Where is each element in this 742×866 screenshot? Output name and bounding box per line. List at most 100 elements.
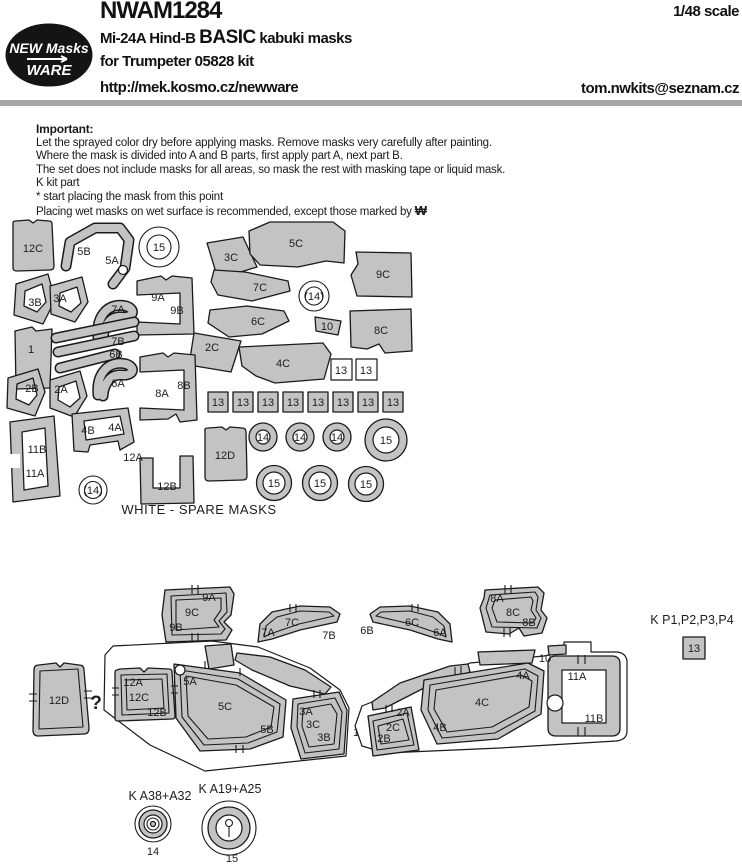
wet-mask-marker-icon: ₩ — [414, 203, 427, 218]
mask-7B — [52, 318, 138, 342]
mask-14-outline — [298, 280, 330, 312]
sheet-label-15: 15 — [360, 479, 372, 491]
sheet-label-13: 13 — [360, 365, 372, 377]
kit-note-a38: K A38+A32 — [129, 789, 192, 803]
placement-label-4C: 4C — [475, 697, 489, 709]
mask-13-spare — [355, 358, 378, 381]
mask-8AB — [139, 352, 198, 423]
sheet-label-14: 14 — [257, 432, 269, 444]
mask-14-outline-inner — [304, 286, 324, 306]
window-5-start-dot — [174, 664, 186, 676]
mask-14-outline2-inner — [83, 480, 103, 500]
placement-label-9A: 9A — [202, 592, 216, 604]
right-windshield-frame — [477, 649, 536, 666]
svg-text:13: 13 — [212, 397, 224, 409]
product-code: NWAM1284 — [100, 0, 222, 24]
placement-label-4B: 4B — [433, 722, 446, 734]
svg-text:13: 13 — [237, 397, 249, 409]
mask-strip — [56, 350, 119, 372]
sheet-label-4B: 4B — [81, 425, 94, 437]
mask-6C — [207, 305, 290, 338]
mask-12C — [12, 219, 55, 272]
sheet-label-8C: 8C — [374, 325, 388, 337]
important-line: Where the mask is divided into A and B p… — [36, 150, 403, 162]
sheet-label-8B: 8B — [177, 380, 190, 392]
door-11-notch — [546, 694, 564, 712]
sheet-label-11A: 11A — [26, 468, 45, 480]
sheet-label-4A: 4A — [108, 422, 122, 434]
sheet-label-7A: 7A — [111, 304, 125, 316]
placement-label-11A: 11A — [568, 671, 587, 683]
contact-email: tom.nwkits@seznam.cz — [580, 80, 740, 97]
right-top-frame — [547, 644, 567, 656]
window-3-frame-inner — [301, 703, 338, 748]
window-9 — [161, 586, 235, 643]
kit-line: for Trumpeter 05828 kit — [100, 53, 254, 70]
important-line: K kit part — [36, 177, 80, 189]
sheet-label-7C: 7C — [253, 282, 267, 294]
placement-label-12B: 12B — [147, 707, 167, 719]
sheet-label-3B: 3B — [28, 297, 41, 309]
sheet-label-15: 15 — [380, 435, 392, 447]
logo-ellipse — [5, 23, 93, 87]
window-3-frame — [296, 697, 343, 754]
mask-14-spares — [248, 422, 352, 452]
sheet-label-9C: 9C — [376, 269, 390, 281]
placement-label-5B: 5B — [260, 724, 273, 736]
svg-text:13: 13 — [262, 397, 274, 409]
placement-label-7A: 7A — [261, 627, 275, 639]
title-grade: BASIC — [199, 27, 256, 48]
window-8 — [479, 586, 548, 637]
placement-diagram: K P1,P2,P3,P4 13 12D ? — [29, 585, 734, 865]
svg-text:13: 13 — [362, 397, 374, 409]
title-model: Mi-24A Hind-B — [100, 30, 196, 47]
kit-note-a19: K A19+A25 — [199, 782, 262, 796]
window-9-frame — [170, 592, 228, 636]
placement-label-11B: 11B — [585, 713, 604, 725]
seam-ticks — [29, 585, 586, 753]
sheet-label-12C: 12C — [23, 243, 43, 255]
placement-label-14: 14 — [147, 846, 159, 858]
sheet-label-6C: 6C — [251, 316, 265, 328]
sheet-label-9A: 9A — [151, 292, 165, 304]
placement-label-2B: 2B — [377, 733, 390, 745]
sheet-label-12B: 12B — [157, 481, 177, 493]
mask-sheet-diagram: 12C 5B 5A 15 3C 5C 9C 3B 3A 7A 9A 9B 7C … — [6, 219, 413, 517]
window-2-frame — [372, 712, 415, 751]
sheet-label-2C: 2C — [205, 342, 219, 354]
mask-14-outline2 — [78, 475, 108, 505]
sheet-label-12D: 12D — [215, 450, 235, 462]
placement-label-12A: 12A — [123, 677, 143, 689]
mask-5A-hole — [117, 264, 129, 276]
placement-label-12C: 12C — [129, 692, 149, 704]
placement-label-2A: 2A — [396, 707, 410, 719]
question-mark: ? — [90, 693, 102, 714]
placement-label-6B: 6B — [360, 625, 373, 637]
mask-7C — [210, 269, 291, 302]
sheet-label-11B: 11B — [28, 444, 47, 456]
placement-label-6C: 6C — [405, 617, 419, 629]
placement-label-9C: 9C — [185, 607, 199, 619]
sheet-label-10: 10 — [321, 321, 333, 333]
window-4-frame — [427, 668, 539, 739]
sheet-label-8A: 8A — [155, 388, 169, 400]
mask-12D — [204, 426, 248, 482]
newware-logo: NEW Masks WARE — [5, 23, 93, 87]
window-4-frame-inner — [433, 674, 533, 733]
sheet-label-7B: 7B — [111, 336, 124, 348]
sheet-label-15: 15 — [153, 242, 165, 254]
window-5-frame — [179, 669, 281, 746]
mask-9AB — [136, 275, 195, 336]
svg-text:13: 13 — [287, 397, 299, 409]
window-9-frame-inner — [175, 597, 222, 631]
window-12-frame — [120, 673, 170, 716]
sheet-label-3C: 3C — [224, 252, 238, 264]
placement-label-7C: 7C — [285, 617, 299, 629]
placement-label-13: 13 — [688, 643, 700, 655]
mask-11-gap — [8, 454, 20, 468]
mask-15-outline-inner — [146, 234, 172, 260]
window-6-frame — [375, 610, 447, 638]
mask-15-outline — [138, 226, 180, 268]
